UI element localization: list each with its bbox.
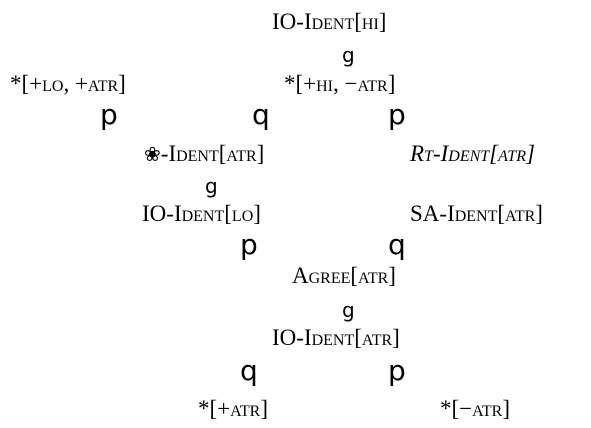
edge-ioatr-to-plus: q — [240, 354, 258, 387]
edge-hiatr-to-rt: p — [388, 98, 406, 131]
edge-loatr-to-flower: p — [100, 98, 118, 131]
io-ident-atr-prefix: IO- — [272, 325, 304, 350]
agree-atr-node: Agree[atr] — [292, 262, 396, 290]
io-ident-lo-name: Ident — [173, 201, 225, 226]
star-lo-atr-node: *[+lo, +atr] — [10, 71, 126, 96]
io-ident-atr-feature: [atr] — [354, 325, 400, 350]
star-hi-atr-node: *[+hi, −atr] — [284, 71, 396, 96]
io-ident-hi-prefix: IO- — [272, 9, 304, 34]
io-ident-lo-feature: [lo] — [224, 201, 261, 226]
io-ident-hi-name: Ident — [303, 9, 355, 34]
edge-flower-to-iolo: g — [205, 174, 218, 198]
sa-ident-atr-feature: [atr] — [497, 201, 543, 226]
io-ident-lo-node: IO-Ident[lo] — [142, 200, 261, 228]
io-ident-atr-name: Ident — [303, 325, 355, 350]
edge-iohi-to-hiatr: g — [342, 43, 355, 67]
agree-atr-feature: [atr] — [350, 263, 396, 288]
io-ident-atr-node: IO-Ident[atr] — [272, 324, 400, 352]
edge-ioatr-to-minus: p — [388, 354, 406, 387]
flower-ident-atr-prefix: - — [160, 141, 169, 166]
sa-ident-atr-prefix: SA- — [410, 201, 448, 226]
io-ident-hi-feature: [hi] — [354, 9, 387, 34]
sa-ident-atr-node: SA-Ident[atr] — [410, 200, 543, 228]
edge-iolo-to-agree: p — [240, 228, 258, 261]
io-ident-hi-node: IO-Ident[hi] — [272, 8, 386, 36]
star-minus-atr-node: *[−atr] — [440, 396, 511, 421]
sa-ident-atr-name: Ident — [447, 201, 498, 226]
flower-ident-atr-feature: [atr] — [218, 141, 265, 166]
agree-atr-name: Agree — [292, 263, 351, 288]
edge-sa-to-agree: q — [388, 228, 406, 261]
flower-icon: ❀ — [144, 142, 161, 166]
star-plus-atr-node: *[+atr] — [198, 396, 269, 421]
io-ident-lo-prefix: IO- — [142, 201, 174, 226]
flower-ident-atr-node: ❀-Ident[atr] — [144, 140, 264, 168]
rt-ident-atr-node: Rt-Ident[atr] — [410, 141, 535, 166]
edge-agree-to-ioatr: g — [342, 298, 355, 322]
flower-ident-atr-name: Ident — [168, 141, 219, 166]
edge-hiatr-to-flower: q — [252, 98, 270, 131]
